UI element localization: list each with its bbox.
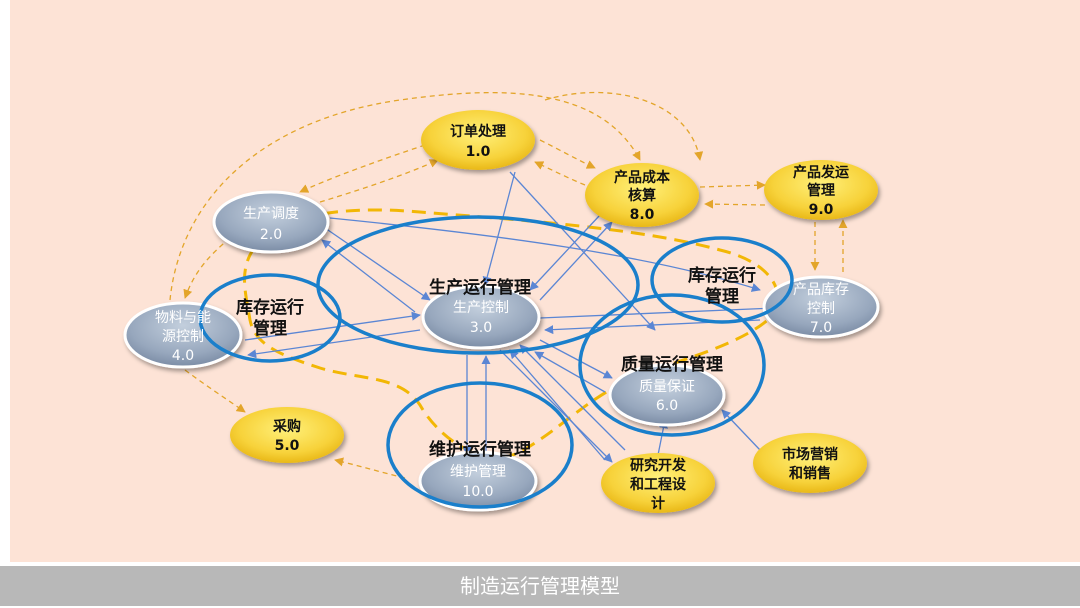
- node-rnd-label-2: 和工程设: [630, 477, 687, 493]
- ring-inventory-left: [198, 273, 342, 363]
- node-shipping[interactable]: [764, 160, 878, 220]
- flow-dispatch-to-control: [324, 227, 431, 301]
- area-inventory-right-label-1: 库存运行: [688, 265, 756, 286]
- node-cost-num: 8.0: [630, 207, 655, 223]
- node-order[interactable]: [421, 110, 535, 170]
- flow-control-to-cost: [539, 221, 613, 301]
- flow-cost-to-control: [529, 214, 601, 291]
- flow-rnd-to-control-2: [509, 349, 606, 461]
- flow-quality-to-control: [534, 351, 606, 393]
- flow-shipping-to-cost: [704, 199, 766, 209]
- node-cost[interactable]: [585, 163, 699, 227]
- flow-top-loop-right: [544, 91, 704, 161]
- node-inventory-label-2: 控制: [807, 301, 835, 317]
- flow-order-to-cost: [539, 139, 596, 169]
- flow-rnd-to-control: [519, 344, 626, 451]
- node-maintenance[interactable]: [418, 450, 538, 512]
- area-inventory-right-label-2: 管理: [705, 286, 739, 307]
- area-quality-label: 质量运行管理: [621, 354, 723, 375]
- node-quality-label: 质量保证: [639, 379, 695, 395]
- area-inventory-left-label-2: 管理: [253, 318, 287, 339]
- node-shipping-label-2: 管理: [807, 182, 835, 199]
- node-inventory-num: 7.0: [810, 320, 832, 336]
- node-inventory-label-1: 产品库存: [793, 282, 849, 298]
- node-purchase-label: 采购: [272, 418, 301, 435]
- flow-material-to-control: [244, 311, 421, 341]
- node-order-label: 订单处理: [450, 123, 506, 140]
- area-inventory-left-label-1: 库存运行: [236, 297, 304, 318]
- diagram-background: [10, 0, 1080, 562]
- node-quality-num: 6.0: [656, 398, 678, 414]
- node-rnd[interactable]: [601, 453, 715, 513]
- flow-order-to-dispatch: [299, 144, 426, 193]
- flow-dispatch-to-material: [183, 237, 231, 299]
- node-order-num: 1.0: [466, 144, 491, 160]
- node-cost-label-2: 核算: [628, 187, 656, 204]
- node-shipping-label-1: 产品发运: [793, 164, 849, 181]
- node-control-label: 生产控制: [453, 300, 509, 316]
- area-maintenance-label: 维护运行管理: [429, 439, 531, 460]
- flow-cost-to-order: [534, 161, 586, 186]
- area-production-label: 生产运行管理: [429, 277, 531, 298]
- node-maintenance-label: 维护管理: [450, 464, 506, 480]
- flow-control-to-inventory: [539, 303, 776, 319]
- node-marketing-label-1: 市场营销: [782, 446, 838, 463]
- node-control-num: 3.0: [470, 320, 492, 336]
- node-shipping-num: 9.0: [809, 202, 834, 218]
- node-dispatch[interactable]: [212, 190, 330, 254]
- flow-control-to-material: [247, 329, 421, 359]
- ring-maintenance: [386, 381, 574, 509]
- node-purchase-num: 5.0: [275, 438, 300, 454]
- node-cost-label-1: 产品成本: [614, 169, 671, 186]
- node-inventory[interactable]: [762, 275, 880, 339]
- ring-inventory-right: [650, 236, 794, 324]
- node-material-label-2: 源控制: [162, 329, 204, 345]
- node-marketing-label-2: 和销售: [789, 465, 831, 482]
- node-material-label-1: 物料与能: [155, 310, 211, 326]
- flow-maintenance-to-purchase: [334, 457, 406, 479]
- node-dispatch-num: 2.0: [260, 227, 282, 243]
- node-control[interactable]: [421, 284, 541, 350]
- flow-marketing-to-quality: [721, 409, 761, 451]
- footer-title: 制造运行管理模型: [0, 566, 1080, 606]
- node-material-num: 4.0: [172, 348, 194, 364]
- flow-cost-to-shipping: [699, 180, 766, 190]
- flow-control-to-rnd: [499, 349, 613, 463]
- node-rnd-label-3: 计: [651, 495, 665, 512]
- node-maintenance-num: 10.0: [462, 484, 493, 500]
- ring-quality: [578, 293, 766, 437]
- node-dispatch-label: 生产调度: [243, 206, 299, 222]
- flow-dispatch-to-order: [319, 159, 439, 203]
- node-marketing[interactable]: [753, 433, 867, 493]
- flow-material-to-purchase: [184, 369, 246, 413]
- mom-diagram: 生产调度 2.0 生产控制 3.0 物料与能 源控制 4.0 质量保证 6.0 …: [123, 91, 880, 513]
- node-material[interactable]: [123, 301, 243, 369]
- flow-order-to-control: [482, 171, 516, 286]
- node-quality[interactable]: [608, 363, 726, 427]
- node-rnd-label-1: 研究开发: [630, 457, 687, 474]
- flow-top-loop: [169, 91, 641, 301]
- node-purchase[interactable]: [230, 407, 344, 463]
